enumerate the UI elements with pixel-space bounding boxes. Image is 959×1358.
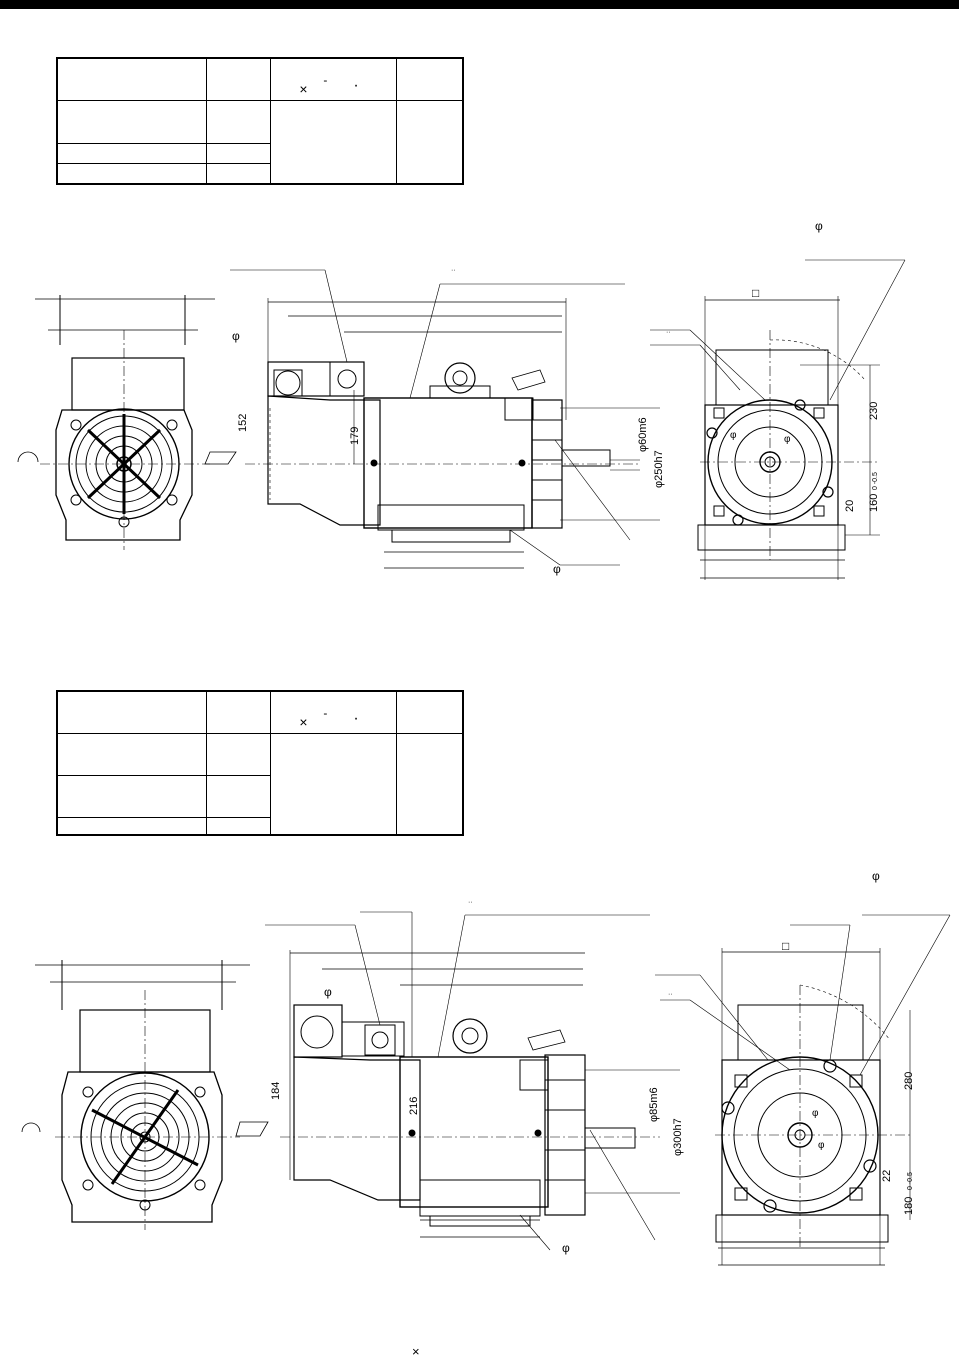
- phi-mark: φ: [324, 985, 332, 999]
- table-cell: [206, 690, 272, 734]
- dim-216: 216: [408, 1097, 420, 1115]
- table-cell: × - ·: [270, 690, 397, 734]
- table-cell: [56, 690, 208, 734]
- times-symbol: ×: [299, 714, 308, 730]
- tick-mark: ··: [666, 329, 671, 336]
- dim-280: 280: [903, 1072, 915, 1090]
- spec-table-1: × - ·: [56, 57, 464, 185]
- dim-179: 179: [349, 427, 361, 445]
- table-cell: [56, 57, 208, 102]
- dim-20: 20: [844, 500, 856, 512]
- dim-180-tol: 0 -0.5: [907, 1172, 914, 1190]
- table-cell: × - ·: [270, 57, 397, 102]
- table-cell: [56, 100, 208, 144]
- table-cell: [270, 100, 397, 185]
- square-mark: □: [752, 286, 759, 300]
- phi-mark: φ: [730, 430, 737, 441]
- phi-mark: φ: [818, 1140, 825, 1151]
- table-cell: [206, 142, 272, 165]
- table-cell: [395, 732, 464, 836]
- table-cell: [270, 732, 397, 836]
- side-view-2: [265, 911, 680, 1251]
- phi-mark: φ: [232, 329, 240, 343]
- dim-160-tol: 0 -0.5: [872, 472, 879, 490]
- table-cell: [56, 732, 208, 776]
- table-cell: [395, 690, 464, 734]
- tick-mark: ··: [468, 899, 473, 906]
- tick-mark: ··: [668, 991, 673, 998]
- phi-mark: φ: [784, 434, 791, 445]
- table-cell: [206, 163, 272, 185]
- times-mark: ×: [412, 1344, 420, 1358]
- motor-drawing-2: 184 216 φ85m6 φ300h7 280 22 180 0 -0.5 φ…: [21, 869, 951, 1358]
- top-rule: [0, 0, 959, 9]
- table-cell: [206, 774, 272, 818]
- phi-mark: φ: [562, 1241, 570, 1255]
- phi-mark: φ: [553, 562, 561, 576]
- front-view-2: [21, 960, 269, 1230]
- dim-152: 152: [237, 414, 249, 432]
- table-cell: [56, 816, 208, 836]
- dot-symbol: ·: [353, 710, 359, 727]
- phi-mark: φ: [812, 1108, 819, 1119]
- end-view-1: [650, 259, 906, 580]
- dim-spigot-300: φ300h7: [672, 1118, 684, 1156]
- table-cell: [56, 142, 208, 165]
- table-cell: [206, 732, 272, 776]
- dim-230: 230: [868, 402, 880, 420]
- dash-symbol: -: [323, 73, 328, 87]
- phi-mark: φ: [872, 869, 880, 883]
- dim-spigot-250: φ250h7: [653, 450, 665, 488]
- table-cell: [56, 163, 208, 185]
- dim-shaft-85: φ85m6: [648, 1087, 660, 1122]
- dim-184: 184: [270, 1082, 282, 1100]
- table-cell: [206, 816, 272, 836]
- table-cell: [206, 100, 272, 144]
- table-cell: [206, 57, 272, 102]
- table-cell: [395, 57, 464, 102]
- spec-table-2: × - ·: [56, 690, 464, 836]
- dim-160: 160: [868, 494, 880, 512]
- dim-shaft-60: φ60m6: [637, 417, 649, 452]
- table-cell: [395, 100, 464, 185]
- tick-mark: ··: [451, 267, 456, 274]
- dot-symbol: ·: [353, 77, 359, 94]
- dim-180: 180: [903, 1197, 915, 1215]
- motor-drawing-1: 152 179 φ60m6 φ250h7 230 20 160 0 -0.5 φ…: [17, 219, 906, 580]
- front-view-1: [17, 295, 237, 550]
- side-view-1: [230, 269, 660, 569]
- phi-mark: φ: [815, 219, 823, 233]
- square-mark: □: [782, 939, 789, 953]
- dash-symbol: -: [323, 706, 328, 720]
- table-cell: [56, 774, 208, 818]
- dim-22: 22: [881, 1170, 893, 1182]
- times-symbol: ×: [299, 81, 308, 97]
- end-view-2: [655, 914, 951, 1266]
